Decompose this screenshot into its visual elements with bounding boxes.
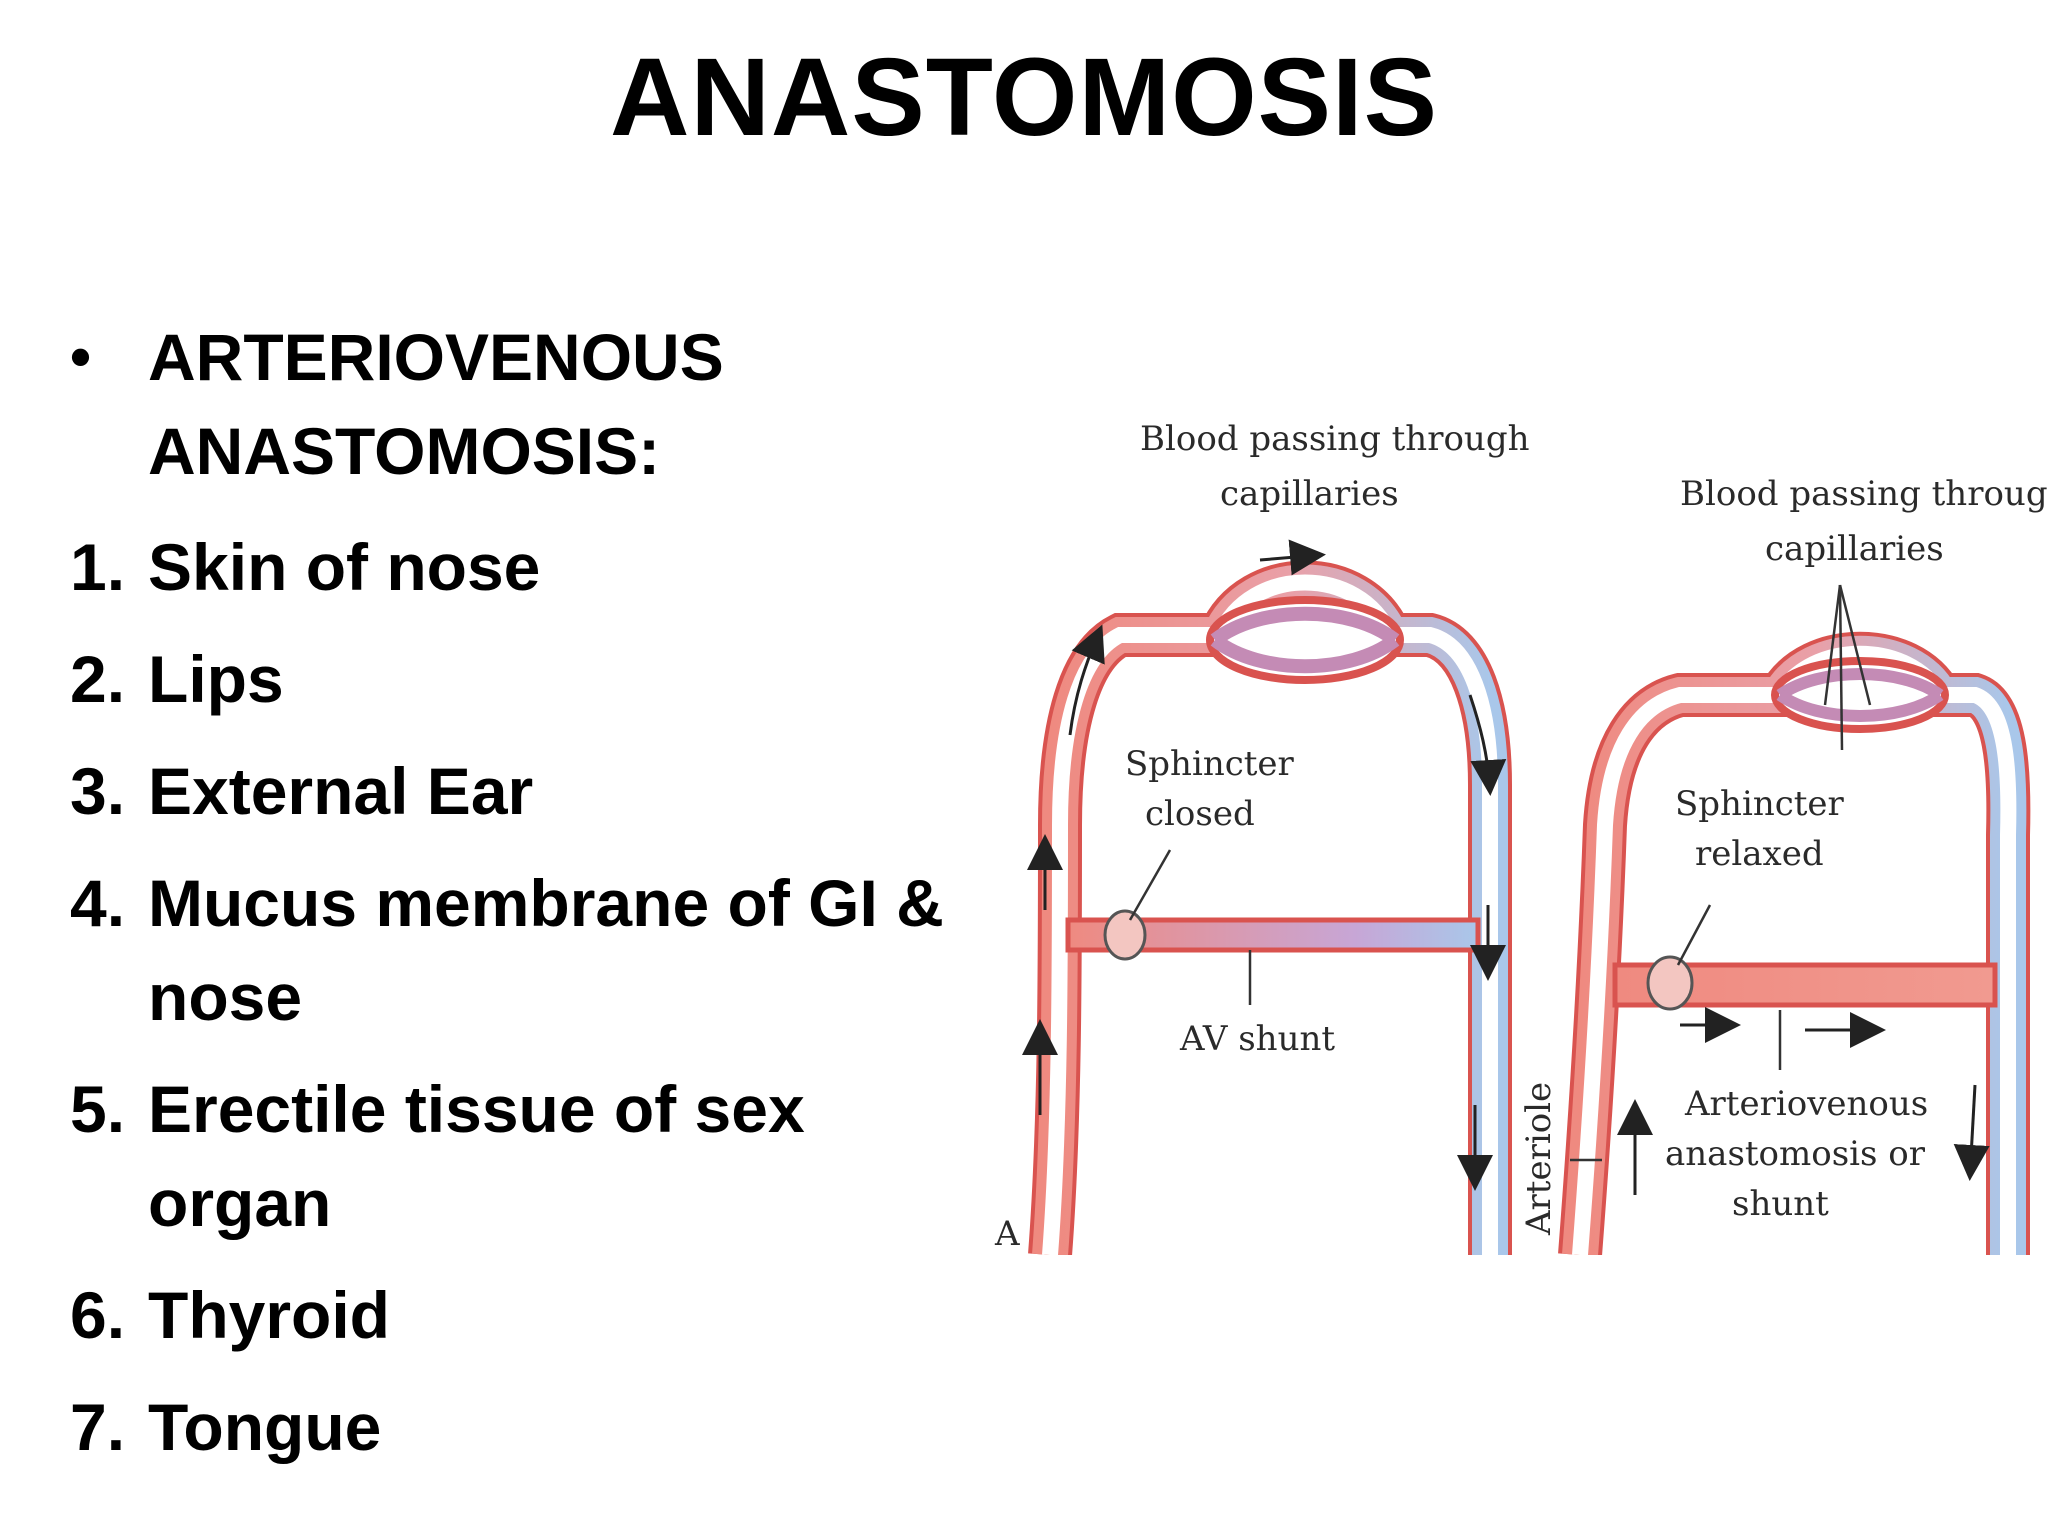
panel-letter: A	[994, 1214, 1020, 1254]
list-item-text: Mucus membrane of GI & nose	[148, 866, 944, 1034]
right-sphincter-pointer	[1676, 904, 1712, 966]
diagram-svg: Blood passing through capillaries Sphinc…	[994, 419, 2048, 1255]
anastomosis-site-list: • ARTERIOVENOUS ANASTOMOSIS: 1. Skin of …	[70, 310, 970, 1492]
list-item-text: Thyroid	[148, 1278, 390, 1352]
list-heading: • ARTERIOVENOUS ANASTOMOSIS:	[70, 310, 970, 498]
arteriole-label: Arteriole	[1519, 1082, 1559, 1236]
list-item: 4. Mucus membrane of GI & nose	[70, 856, 970, 1044]
list-item: 6. Thyroid	[70, 1268, 970, 1362]
right-shunt-label-line2: anastomosis or	[1665, 1134, 1926, 1174]
left-flow-arrow	[1259, 539, 1326, 576]
list-item-number: 3.	[70, 754, 126, 828]
left-shunt-label: AV shunt	[1179, 1019, 1335, 1059]
right-capillary-pointer	[1838, 584, 1872, 706]
bullet-marker: •	[70, 323, 92, 390]
right-sphincter-label-line2: relaxed	[1695, 834, 1824, 874]
list-item-text: Lips	[148, 642, 284, 716]
list-item: 5. Erectile tissue of sex organ	[70, 1062, 970, 1250]
left-sphincter-pointer	[1128, 849, 1172, 921]
left-panel: Blood passing through capillaries Sphinc…	[994, 419, 1530, 1255]
left-top-label-line2: capillaries	[1220, 474, 1399, 514]
list-item: 1. Skin of nose	[70, 520, 970, 614]
list-item-text: External Ear	[148, 754, 534, 828]
right-flow-arrow	[1953, 1084, 1990, 1181]
left-sphincter-closed	[1103, 909, 1147, 961]
right-sphincter-label-line1: Sphincter	[1675, 784, 1845, 824]
right-capillary-pointer	[1838, 584, 1844, 751]
list-item-text: Erectile tissue of sex organ	[148, 1072, 805, 1240]
list-item: 7. Tongue	[70, 1380, 970, 1474]
list-item-number: 2.	[70, 642, 126, 716]
left-top-label-line1: Blood passing through	[1140, 419, 1530, 459]
right-top-label-line1: Blood passing through	[1680, 474, 2048, 514]
right-panel: Blood passing through capillaries Sphinc…	[1519, 474, 2048, 1255]
slide-title: ANASTOMOSIS	[610, 36, 1438, 159]
left-flow-arrow	[1068, 624, 1105, 736]
arteriovenous-anastomosis-diagram: Blood passing through capillaries Sphinc…	[990, 405, 2048, 1255]
left-flow-arrow	[1468, 694, 1507, 796]
list-heading-text: ARTERIOVENOUS ANASTOMOSIS:	[148, 320, 724, 488]
right-capillary-pointer	[1823, 584, 1842, 706]
list-item: 2. Lips	[70, 632, 970, 726]
list-item-text: Tongue	[148, 1390, 382, 1464]
right-sphincter-relaxed	[1646, 955, 1694, 1011]
list-item: 3. External Ear	[70, 744, 970, 838]
left-sphincter-label-line2: closed	[1145, 794, 1255, 834]
left-sphincter-label-line1: Sphincter	[1125, 744, 1295, 784]
list-item-number: 6.	[70, 1278, 126, 1352]
right-shunt-label-line3: shunt	[1732, 1184, 1829, 1224]
list-item-number: 1.	[70, 530, 126, 604]
list-item-number: 5.	[70, 1072, 126, 1146]
list-item-number: 7.	[70, 1390, 126, 1464]
right-shunt-label-line1: Arteriovenous	[1684, 1084, 1928, 1124]
right-top-label-line2: capillaries	[1765, 529, 1944, 569]
list-item-text: Skin of nose	[148, 530, 541, 604]
list-item-number: 4.	[70, 866, 126, 940]
